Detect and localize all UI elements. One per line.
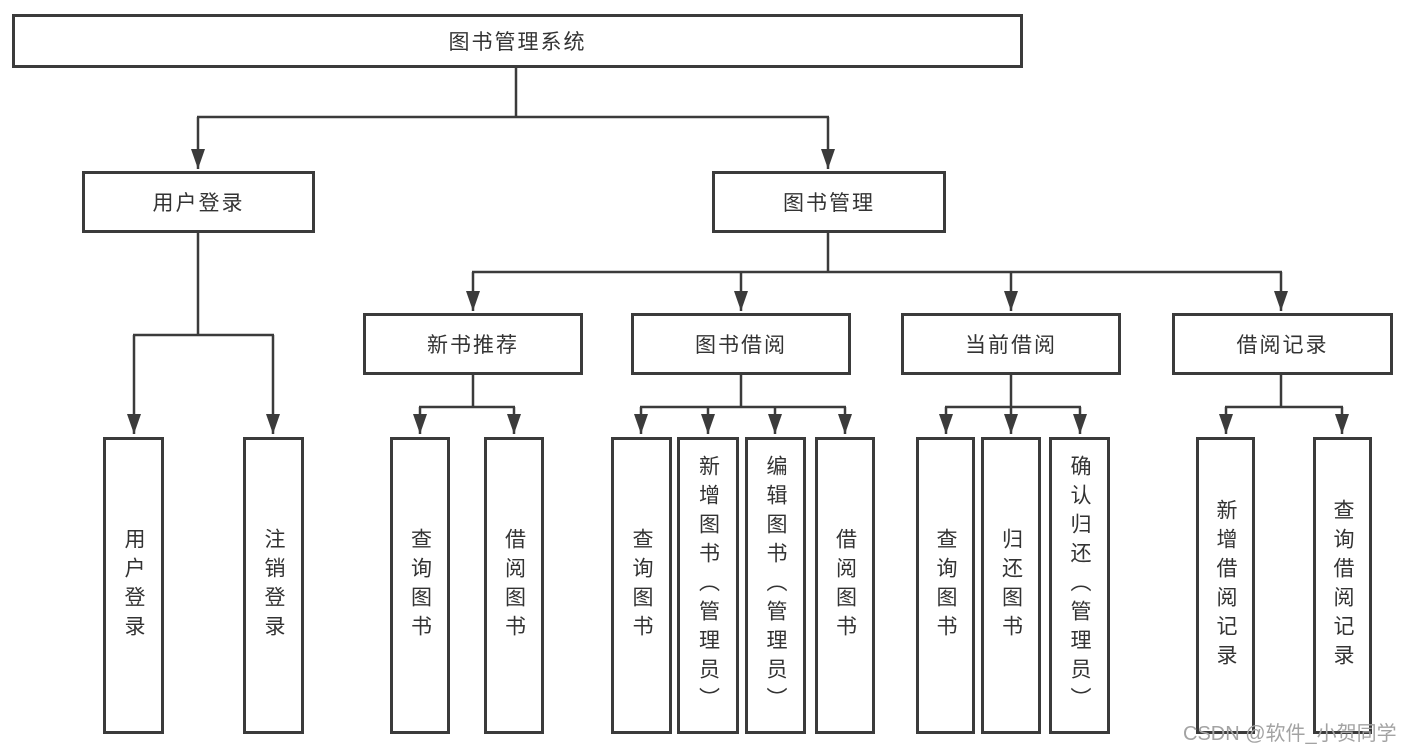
node-leaf-bb-borrow-book: 借阅图书 [815, 437, 875, 734]
node-leaf-br-add-record-label: 新增借阅记录 [1214, 498, 1237, 673]
node-leaf-bb-add-book: 新增图书（管理员） [677, 437, 739, 734]
node-leaf-br-add-record: 新增借阅记录 [1196, 437, 1255, 734]
node-borrowing-records: 借阅记录 [1172, 313, 1393, 375]
connector-arrows [127, 117, 1349, 434]
node-leaf-bb-query-book: 查询图书 [611, 437, 672, 734]
node-leaf-bb-query-book-label: 查询图书 [630, 527, 653, 644]
node-leaf-cb-confirm-return-label: 确认归还（管理员） [1068, 455, 1091, 716]
node-book-borrowing-label: 图书借阅 [695, 334, 787, 357]
node-user-login-label: 用户登录 [152, 192, 245, 215]
node-leaf-user-login-label: 用户登录 [122, 527, 145, 644]
node-borrowing-records-label: 借阅记录 [1236, 334, 1329, 357]
node-leaf-cb-query-book-label: 查询图书 [934, 527, 957, 644]
node-root-system-label: 图书管理系统 [448, 31, 587, 54]
node-leaf-logout-label: 注销登录 [262, 527, 285, 644]
node-leaf-br-query-record-label: 查询借阅记录 [1331, 498, 1354, 673]
node-leaf-rec-borrow-book-label: 借阅图书 [502, 527, 526, 644]
node-user-login: 用户登录 [82, 171, 315, 233]
node-leaf-cb-return-book: 归还图书 [981, 437, 1041, 734]
node-leaf-rec-query-book: 查询图书 [390, 437, 450, 734]
node-book-management: 图书管理 [712, 171, 946, 233]
node-leaf-br-query-record: 查询借阅记录 [1313, 437, 1372, 734]
node-leaf-cb-query-book: 查询图书 [916, 437, 975, 734]
node-book-management-label: 图书管理 [783, 192, 875, 215]
csdn-watermark: CSDN @软件_小贺同学 [1183, 723, 1397, 745]
node-leaf-cb-confirm-return: 确认归还（管理员） [1049, 437, 1110, 734]
node-root-system: 图书管理系统 [12, 14, 1023, 68]
node-new-book-recommend-label: 新书推荐 [427, 334, 519, 357]
node-leaf-user-login: 用户登录 [103, 437, 164, 734]
node-leaf-bb-edit-book: 编辑图书（管理员） [745, 437, 806, 734]
node-leaf-bb-add-book-label: 新增图书（管理员） [696, 455, 720, 716]
node-leaf-cb-return-book-label: 归还图书 [999, 527, 1023, 644]
node-current-borrowing-label: 当前借阅 [965, 334, 1057, 357]
node-leaf-bb-borrow-book-label: 借阅图书 [833, 527, 857, 644]
node-book-borrowing: 图书借阅 [631, 313, 851, 375]
node-leaf-rec-borrow-book: 借阅图书 [484, 437, 544, 734]
node-leaf-logout: 注销登录 [243, 437, 304, 734]
node-current-borrowing: 当前借阅 [901, 313, 1121, 375]
node-leaf-bb-edit-book-label: 编辑图书（管理员） [764, 455, 787, 716]
node-leaf-rec-query-book-label: 查询图书 [408, 527, 432, 644]
node-new-book-recommend: 新书推荐 [363, 313, 583, 375]
